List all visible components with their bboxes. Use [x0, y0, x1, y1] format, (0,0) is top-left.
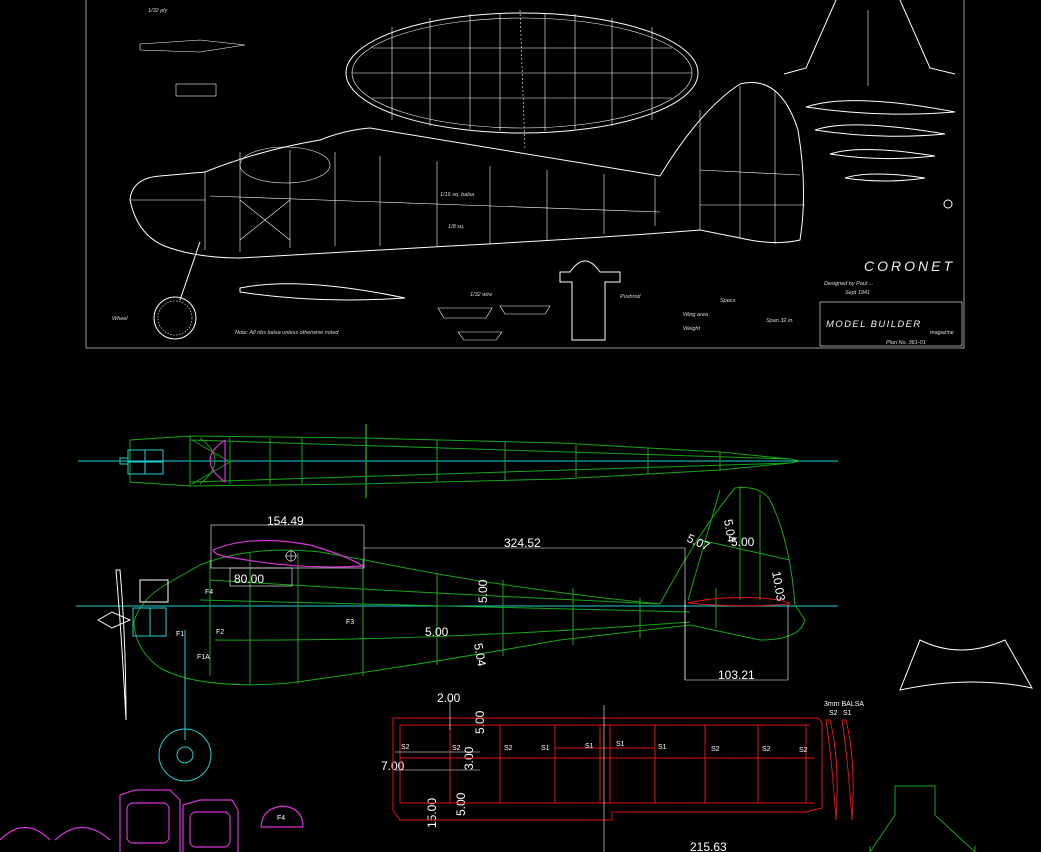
plan-note-ply: 1/32 ply: [148, 8, 169, 14]
rib-label: S1: [585, 743, 594, 750]
plan-note-wheel: Wheel: [112, 316, 128, 322]
label-f3: F3: [346, 619, 354, 626]
misc-parts: [869, 639, 1033, 852]
dihedral-sketch: [783, 0, 956, 86]
rib-sections: [805, 100, 956, 209]
detail-parts: [139, 39, 963, 347]
label-f4-part: F4: [277, 815, 285, 822]
dim-cabin: 80.00: [234, 572, 264, 586]
plan-note-pushrod: Pushrod: [620, 294, 641, 300]
plan-note-wing-area: Wing area: [683, 312, 708, 318]
label-f2: F2: [216, 629, 224, 636]
plan-number: Plan No. 361-01: [886, 340, 926, 346]
label-f1: F1: [176, 631, 184, 638]
balsa-note: 3mm BALSA: [824, 701, 864, 708]
dim-span: 215.63: [690, 840, 727, 852]
plan-title: CORONET: [864, 258, 955, 274]
dim-fin-b: 5.00: [731, 535, 755, 549]
rib-label: S1: [541, 745, 550, 752]
cad-wing-planform: [392, 700, 823, 852]
former-labels: F4 F1 F2 F1A F3 F4: [176, 589, 354, 822]
rib-label: S2: [504, 745, 513, 752]
rib-label: S1: [616, 741, 625, 748]
plan-border: [85, 0, 965, 349]
dim-fuse-mid2: 5.00: [425, 625, 449, 639]
dim-w-e: 15.00: [425, 798, 439, 828]
dim-tail-offset: 5.07: [685, 531, 712, 554]
cad-fuselage-side-view: [76, 486, 838, 782]
dim-chord: 154.49: [267, 514, 304, 528]
plan-publisher: MODEL BUILDER: [826, 319, 922, 330]
plan-note-spar: 1/8 sq.: [448, 224, 465, 230]
dim-w-f: 5.00: [454, 792, 468, 816]
plan-bottom-note: Note: All ribs balsa unless otherwise no…: [235, 330, 339, 336]
plan-note-wire: 1/32 wire: [470, 292, 492, 298]
rib-label: S2: [799, 747, 808, 754]
label-f1a: F1A: [197, 654, 210, 661]
fuselage-side-drawing: [129, 82, 805, 340]
dim-fuse-mid: 5.00: [476, 579, 490, 603]
balsa-rib-label: S2: [829, 710, 838, 717]
wing-planform-drawing: [345, 9, 699, 151]
rib-labels: S2 S2 S2 S1 S1 S1 S1 S2 S2 S2: [401, 741, 808, 754]
former-parts: [0, 789, 304, 852]
balsa-rib-label: S1: [843, 710, 852, 717]
rib-label: S2: [452, 745, 461, 752]
label-f4: F4: [205, 589, 213, 596]
plan-note-balsa: 1/16 sq. balsa: [440, 192, 474, 198]
plan-publisher-suffix: magazine: [930, 330, 954, 336]
dim-fin-a: 5.04: [721, 518, 739, 544]
plan-note-specs: Specs: [720, 298, 736, 304]
dim-w-a: 2.00: [437, 691, 461, 705]
dim-fin-c: 10.03: [769, 570, 788, 602]
rib-label: S1: [658, 744, 667, 751]
rib-label: S2: [401, 744, 410, 751]
dim-length: 324.52: [504, 536, 541, 550]
dim-stab: 103.21: [718, 668, 755, 682]
plan-note-span: Span 32 in.: [766, 318, 794, 324]
balsa-rib-parts: 3mm BALSA S2 S1: [824, 701, 864, 821]
plan-note-weight: Weight: [683, 326, 700, 332]
plan-designer: Designed by Paul ...: [824, 281, 873, 287]
rib-label: S2: [762, 746, 771, 753]
dim-w-b: 5.00: [473, 710, 487, 734]
cad-fuselage-top-view: [78, 424, 838, 498]
dim-fuse-low: 5.04: [471, 642, 489, 668]
plan-sheet: CORONET Designed by Paul ... Sept 1941 M…: [85, 0, 965, 349]
plan-date: Sept 1941: [845, 290, 870, 296]
rib-label: S2: [711, 746, 720, 753]
